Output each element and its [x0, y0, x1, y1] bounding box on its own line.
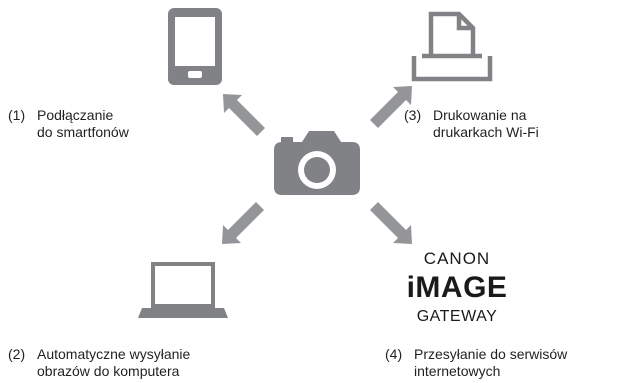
logo-image-text: iMAGE [407, 271, 508, 304]
camera-icon [274, 131, 360, 195]
arrow-to-laptop [222, 202, 264, 244]
caption-number: (1) [8, 107, 26, 123]
caption-number: (4) [385, 346, 403, 362]
caption-line-2: obrazów do komputera [37, 363, 180, 379]
arrow-to-smartphone [223, 94, 265, 136]
logo-canon-text: CANON [424, 249, 490, 268]
caption-smartphones: (1) Podłączanie do smartfonów [8, 107, 168, 143]
smartphone-icon [168, 8, 222, 85]
caption-line-1: Drukowanie na [433, 107, 527, 123]
caption-line-1: Przesyłanie do serwisów [414, 346, 568, 362]
laptop-icon [138, 262, 228, 318]
arrow-to-gateway [370, 202, 412, 244]
caption-text: Podłączanie do smartfonów [37, 107, 129, 141]
printer-icon [411, 11, 493, 82]
caption-text: Automatyczne wysyłanie obrazów do komput… [37, 346, 190, 380]
caption-computer-transfer: (2) Automatyczne wysyłanie obrazów do ko… [8, 346, 248, 382]
caption-line-2: internetowych [414, 363, 501, 379]
caption-line-1: Automatyczne wysyłanie [37, 346, 191, 362]
caption-wifi-printing: (3) Drukowanie na drukarkach Wi-Fi [404, 107, 604, 143]
caption-line-1: Podłączanie [37, 107, 114, 123]
caption-number: (3) [404, 107, 422, 123]
arrow-to-printer [370, 86, 412, 128]
logo-gateway-text: GATEWAY [417, 308, 498, 325]
caption-number: (2) [8, 346, 26, 362]
caption-text: Drukowanie na drukarkach Wi-Fi [433, 107, 539, 141]
caption-line-2: drukarkach Wi-Fi [433, 124, 539, 140]
caption-line-2: do smartfonów [37, 124, 129, 140]
caption-web-services: (4) Przesyłanie do serwisów internetowyc… [385, 346, 617, 382]
canon-image-gateway-logo: CANON iMAGE GATEWAY [407, 249, 508, 325]
caption-text: Przesyłanie do serwisów internetowych [414, 346, 567, 380]
